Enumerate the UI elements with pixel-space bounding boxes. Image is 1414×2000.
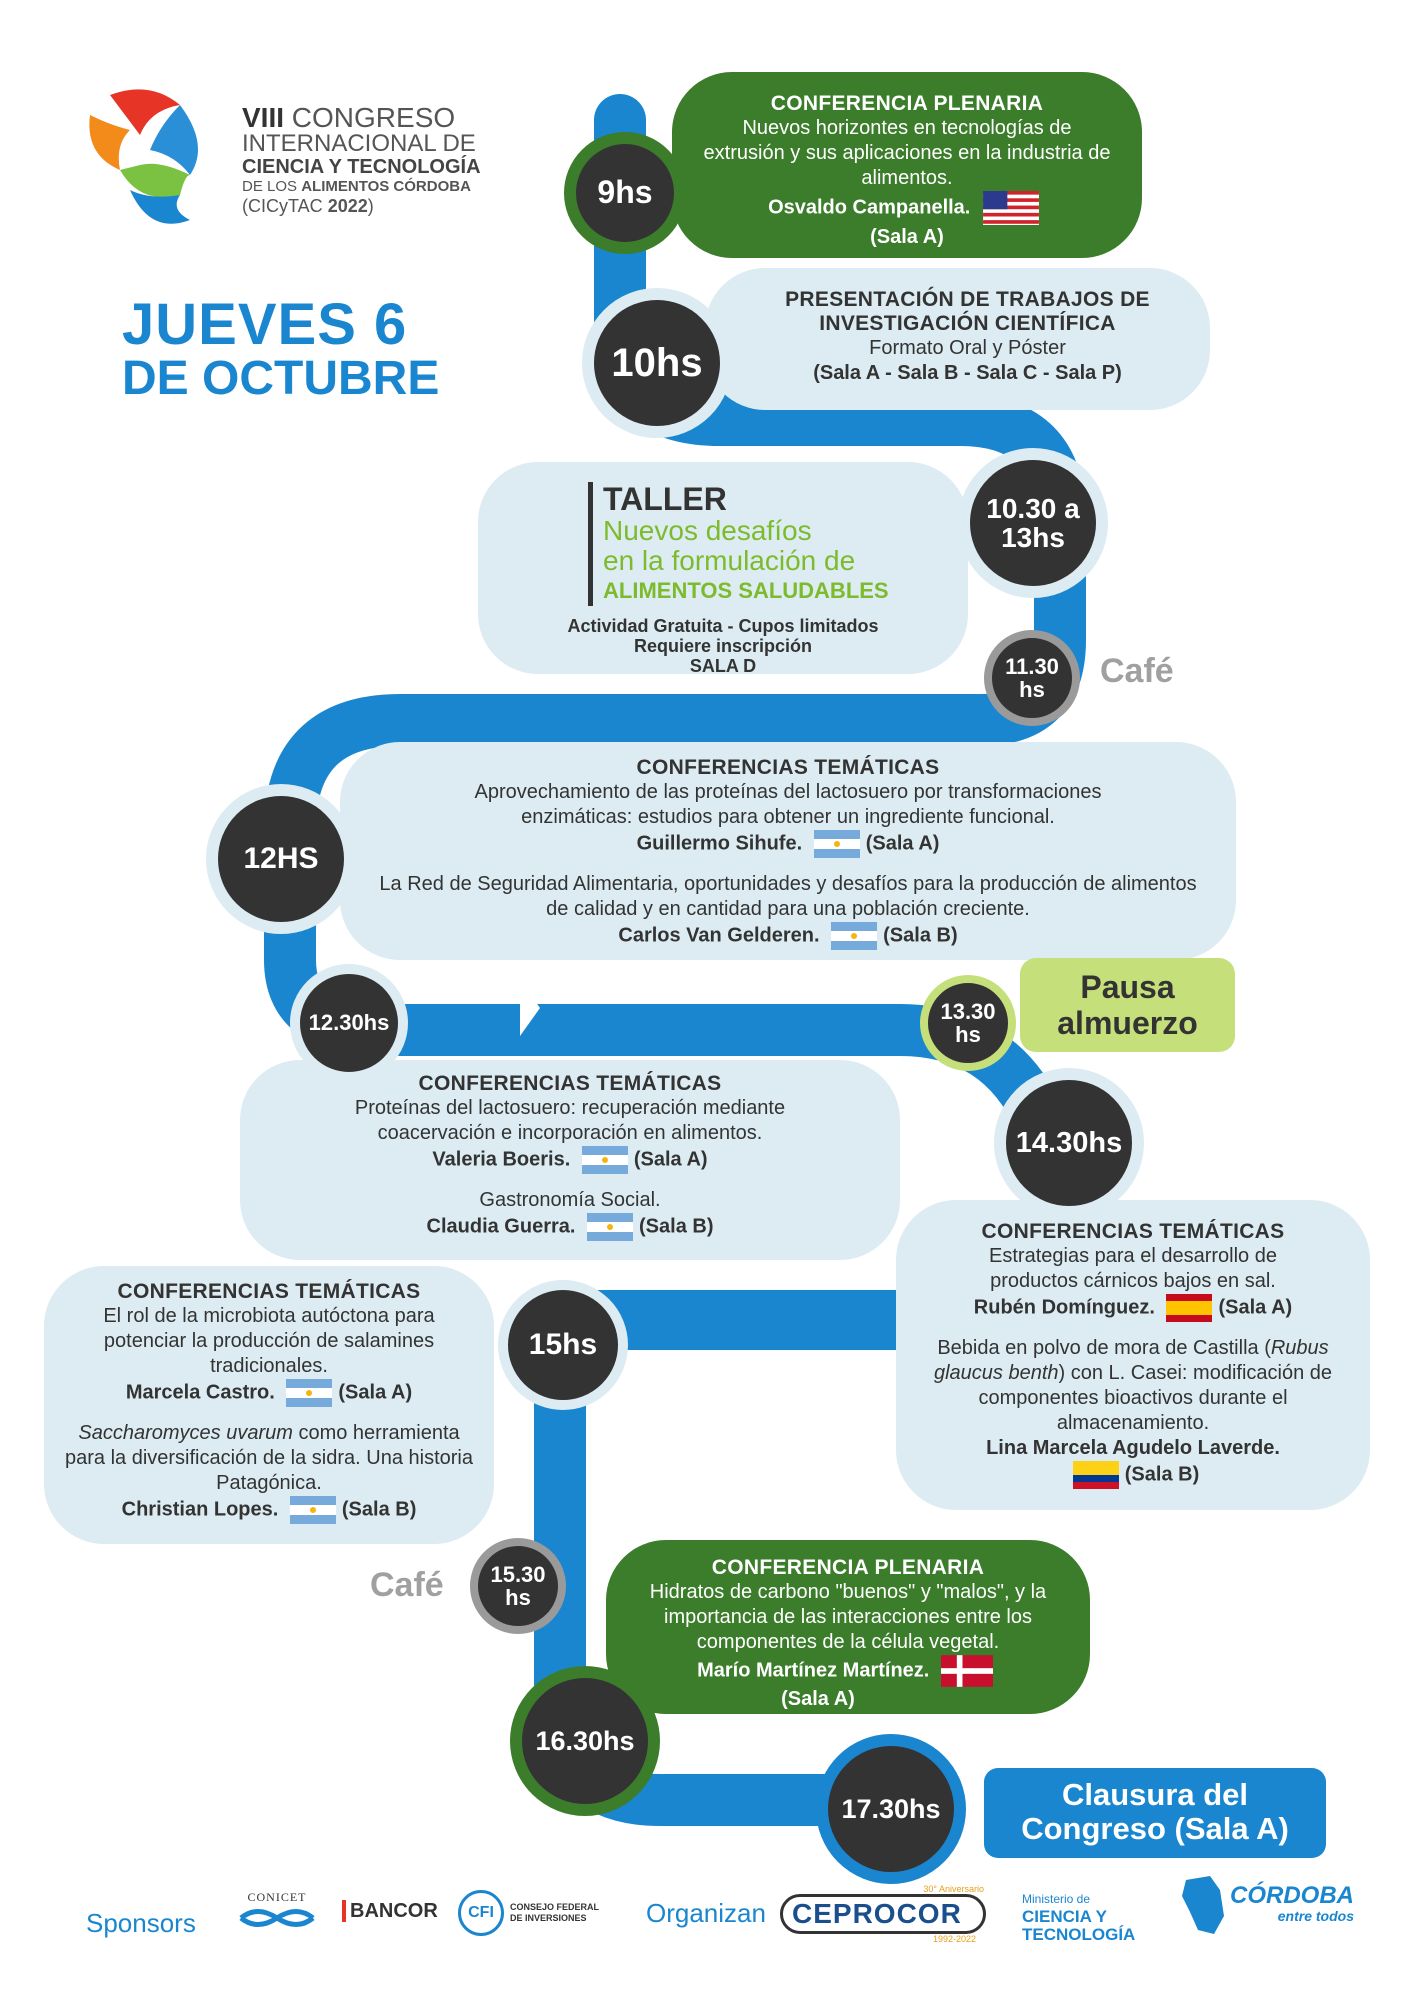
room: (Sala B): [883, 924, 958, 947]
research-presentation-box: PRESENTACIÓN DE TRABAJOS DE INVESTIGACIÓ…: [705, 268, 1210, 410]
workshop-subtitle: en la formulación de: [603, 545, 856, 576]
workshop-subtitle: ALIMENTOS SALUDABLES: [603, 578, 889, 603]
event-description: Saccharomyces uvarum como herramienta pa…: [65, 1422, 473, 1494]
bancor-logo: BANCOR: [342, 1900, 438, 1922]
workshop-note: SALA D: [689, 656, 757, 676]
coffee-break-label: Café: [1100, 652, 1174, 690]
event-title: INVESTIGACIÓN CIENTÍFICA: [819, 312, 1116, 335]
workshop-note: Requiere inscripción: [633, 636, 813, 656]
denmark-flag-icon: [940, 1655, 993, 1687]
event-title: PRESENTACIÓN DE TRABAJOS DE: [785, 288, 1150, 311]
time-circle-1730: 17.30hs: [816, 1734, 966, 1884]
event-description: La Red de Seguridad Alimentaria, oportun…: [379, 873, 1197, 920]
event-date: JUEVES 6 DE OCTUBRE: [122, 292, 440, 405]
room: (Sala A): [338, 1381, 413, 1404]
time-circle-10hs: 10hs: [582, 288, 732, 438]
room: (Sala A): [865, 832, 940, 855]
room: (Sala B): [639, 1215, 714, 1238]
colombia-flag-icon: [1072, 1461, 1119, 1489]
speaker-name: Christian Lopes.: [121, 1498, 279, 1521]
workshop-note: Actividad Gratuita - Cupos limitados: [567, 616, 879, 636]
room: (Sala A): [1218, 1296, 1293, 1319]
event-title: CONFERENCIAS TEMÁTICAS: [418, 1072, 722, 1095]
cordoba-logo: CÓRDOBA entre todos: [1180, 1876, 1354, 1936]
event-description: Gastronomía Social.: [479, 1189, 661, 1211]
time-circle-1630: 16.30hs: [510, 1666, 660, 1816]
time-circle-15hs: 15hs: [498, 1280, 628, 1410]
room: (Sala B): [1124, 1463, 1200, 1486]
argentina-flag-icon: [831, 922, 878, 950]
time-circle-9hs: 9hs: [564, 132, 686, 254]
organizers-label: Organizan: [646, 1898, 766, 1928]
speaker-name: Rubén Domínguez.: [973, 1296, 1155, 1319]
event-title: CONFERENCIA PLENARIA: [770, 92, 1044, 115]
speaker-name: Marcela Castro.: [125, 1381, 275, 1404]
thematic-box-1430: CONFERENCIAS TEMÁTICAS Estrategias para …: [896, 1200, 1370, 1510]
workshop-box: TALLER Nuevos desafíos en la formulación…: [478, 462, 968, 676]
speaker-name: Lina Marcela Agudelo Laverde.: [986, 1437, 1280, 1459]
coffee-break-label: Café: [370, 1566, 444, 1604]
cordoba-map-icon: [1182, 1876, 1224, 1934]
room: (Sala A): [870, 226, 944, 248]
thematic-box-12hs: CONFERENCIAS TEMÁTICAS Aprovechamiento d…: [340, 742, 1236, 960]
event-description: Hidratos de carbono "buenos" y "malos", …: [649, 1581, 1047, 1653]
time-circle-12hs: 12HS: [206, 784, 356, 934]
sponsors-label: Sponsors: [86, 1908, 196, 1938]
speaker-name: Claudia Guerra.: [426, 1215, 576, 1238]
congress-logo: [80, 85, 205, 235]
event-title: CONFERENCIAS TEMÁTICAS: [117, 1280, 421, 1303]
spain-flag-icon: [1166, 1294, 1213, 1322]
speaker-name: Carlos Van Gelderen.: [618, 924, 820, 947]
argentina-flag-icon: [286, 1379, 333, 1407]
ministerio-logo: Ministerio de CIENCIA Y TECNOLOGÍA: [1022, 1892, 1136, 1944]
event-title: CONFERENCIA PLENARIA: [711, 1556, 985, 1579]
event-description: Aprovechamiento de las proteínas del lac…: [474, 781, 1102, 828]
room: (Sala B): [341, 1498, 417, 1521]
time-circle-1430: 14.30hs: [994, 1068, 1144, 1218]
event-description: Formato Oral y Póster: [869, 337, 1066, 359]
conicet-logo: CONICET: [236, 1890, 318, 1936]
argentina-flag-icon: [587, 1213, 634, 1241]
argentina-flag-icon: [581, 1146, 628, 1174]
workshop-title: TALLER: [603, 481, 727, 517]
congress-name: VIII CONGRESO INTERNACIONAL DE CIENCIA Y…: [242, 102, 481, 217]
room: (Sala A): [633, 1148, 708, 1171]
room: (Sala A - Sala B - Sala C - Sala P): [813, 362, 1122, 384]
speaker-name: Guillermo Sihufe.: [636, 832, 803, 855]
event-description: Nuevos horizontes en tecnologías de extr…: [703, 117, 1111, 189]
event-description: Bebida en polvo de mora de Castilla (Rub…: [933, 1337, 1332, 1434]
room: (Sala A): [781, 1688, 855, 1710]
event-description: Estrategias para el desarrollo de produc…: [989, 1245, 1277, 1292]
event-title: CONFERENCIAS TEMÁTICAS: [636, 756, 940, 779]
speaker-name: Osvaldo Campanella.: [768, 196, 971, 219]
ceprocor-logo: 30° Aniversario CEPROCOR 1992-2022: [780, 1884, 986, 1946]
speaker-name: Valeria Boeris.: [432, 1148, 571, 1171]
argentina-flag-icon: [813, 830, 860, 858]
speaker-name: Marío Martínez Martínez.: [697, 1659, 930, 1682]
event-title: CONFERENCIAS TEMÁTICAS: [981, 1220, 1285, 1243]
plenary-box-1: CONFERENCIA PLENARIA Nuevos horizontes e…: [672, 72, 1142, 258]
usa-flag-icon: [982, 191, 1039, 225]
event-description: Proteínas del lactosuero: recuperación m…: [354, 1097, 786, 1144]
time-circle-1230: 12.30hs: [290, 964, 408, 1082]
workshop-subtitle: Nuevos desafíos: [603, 515, 812, 546]
thematic-box-15hs: CONFERENCIAS TEMÁTICAS El rol de la micr…: [44, 1266, 494, 1544]
plenary-box-2: CONFERENCIA PLENARIA Hidratos de carbono…: [606, 1540, 1090, 1714]
argentina-flag-icon: [289, 1496, 336, 1524]
event-description: El rol de la microbiota autóctona para p…: [103, 1305, 435, 1377]
thematic-box-1230: CONFERENCIAS TEMÁTICAS Proteínas del lac…: [240, 1060, 900, 1260]
